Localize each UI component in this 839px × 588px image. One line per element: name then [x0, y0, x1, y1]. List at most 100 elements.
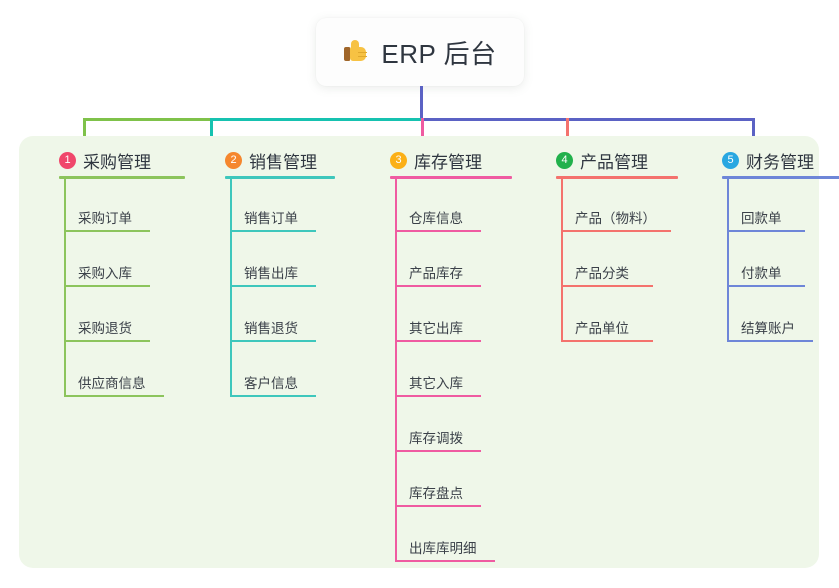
- leaf-item-label: 产品（物料）: [575, 211, 656, 226]
- leaf-item-underline: [395, 505, 481, 507]
- column-spine-sales-management: [230, 179, 232, 397]
- leaf-item-underline: [64, 395, 164, 397]
- leaf-item[interactable]: 产品分类: [561, 261, 653, 287]
- leaf-item-underline: [561, 230, 671, 232]
- column-spine-purchase-management: [64, 179, 66, 397]
- root-stem: [420, 86, 423, 121]
- column-spine-finance-management: [727, 179, 729, 342]
- column-inventory-management: 3 库存管理仓库信息产品库存其它出库其它入库库存调拨库存盘点出库库明细: [372, 136, 524, 568]
- leaf-item[interactable]: 回款单: [727, 206, 805, 232]
- leaf-item-underline: [561, 285, 653, 287]
- leaf-item-underline: [727, 285, 805, 287]
- column-finance-management: 5 财务管理回款单付款单结算账户: [704, 136, 839, 568]
- leaf-item-underline: [727, 340, 813, 342]
- leaf-item-label: 销售订单: [244, 211, 298, 226]
- leaf-item-underline: [395, 340, 481, 342]
- leaf-item[interactable]: 采购退货: [64, 316, 150, 342]
- leaf-item-underline: [64, 340, 150, 342]
- leaf-item[interactable]: 结算账户: [727, 316, 813, 342]
- column-badge-3: 3: [390, 152, 407, 169]
- column-spine-inventory-management: [395, 179, 397, 562]
- column-badge-2: 2: [225, 152, 242, 169]
- root-node-title: ERP 后台: [381, 38, 497, 69]
- leaf-item-underline: [230, 340, 316, 342]
- leaf-item-underline: [230, 395, 316, 397]
- leaf-item-underline: [395, 230, 481, 232]
- leaf-item[interactable]: 其它出库: [395, 316, 481, 342]
- column-header-product-management[interactable]: 4 产品管理: [556, 148, 648, 173]
- leaf-item-label: 客户信息: [244, 376, 298, 391]
- leaf-item-underline: [395, 285, 481, 287]
- drop-sales: [210, 118, 213, 148]
- leaf-item-label: 出库库明细: [409, 541, 477, 556]
- column-title-product-management: 产品管理: [580, 153, 648, 172]
- column-underline-purchase-management: [59, 176, 185, 179]
- leaf-item-label: 其它入库: [409, 376, 463, 391]
- root-node-card[interactable]: ERP 后台: [316, 18, 524, 86]
- column-badge-4: 4: [556, 152, 573, 169]
- thumbs-up-icon: [343, 38, 371, 66]
- leaf-item-label: 结算账户: [741, 321, 795, 336]
- leaf-item-label: 销售出库: [244, 266, 298, 281]
- leaf-item-label: 产品分类: [575, 266, 629, 281]
- leaf-item[interactable]: 库存盘点: [395, 481, 481, 507]
- leaf-item[interactable]: 其它入库: [395, 371, 481, 397]
- bar-segment-green: [83, 118, 210, 121]
- leaf-item[interactable]: 采购订单: [64, 206, 150, 232]
- leaf-item-label: 采购入库: [78, 266, 132, 281]
- leaf-item[interactable]: 仓库信息: [395, 206, 481, 232]
- column-header-purchase-management[interactable]: 1 采购管理: [59, 148, 151, 173]
- column-spine-product-management: [561, 179, 563, 342]
- bar-segment-blue: [421, 118, 752, 121]
- column-header-inventory-management[interactable]: 3 库存管理: [390, 148, 482, 173]
- column-title-inventory-management: 库存管理: [414, 153, 482, 172]
- column-title-finance-management: 财务管理: [746, 153, 814, 172]
- column-underline-product-management: [556, 176, 678, 179]
- leaf-item-label: 供应商信息: [78, 376, 146, 391]
- leaf-item-underline: [395, 450, 481, 452]
- leaf-item[interactable]: 产品单位: [561, 316, 653, 342]
- leaf-item-underline: [230, 230, 316, 232]
- leaf-item[interactable]: 供应商信息: [64, 371, 164, 397]
- column-underline-sales-management: [225, 176, 335, 179]
- column-purchase-management: 1 采购管理采购订单采购入库采购退货供应商信息: [41, 136, 197, 568]
- leaf-item-underline: [64, 285, 150, 287]
- leaf-item-underline: [727, 230, 805, 232]
- column-header-finance-management[interactable]: 5 财务管理: [722, 148, 814, 173]
- drop-purchase: [83, 118, 86, 148]
- leaf-item-underline: [230, 285, 316, 287]
- leaf-item[interactable]: 产品库存: [395, 261, 481, 287]
- leaf-item-label: 其它出库: [409, 321, 463, 336]
- leaf-item-underline: [395, 395, 481, 397]
- leaf-item-underline: [561, 340, 653, 342]
- leaf-item[interactable]: 库存调拨: [395, 426, 481, 452]
- column-underline-finance-management: [722, 176, 839, 179]
- leaf-item-label: 付款单: [741, 266, 782, 281]
- leaf-item[interactable]: 销售订单: [230, 206, 316, 232]
- column-badge-1: 1: [59, 152, 76, 169]
- leaf-item-label: 采购订单: [78, 211, 132, 226]
- leaf-item-underline: [395, 560, 495, 562]
- drop-inventory: [421, 118, 424, 148]
- column-badge-5: 5: [722, 152, 739, 169]
- leaf-item[interactable]: 出库库明细: [395, 536, 495, 562]
- bar-segment-teal: [210, 118, 421, 121]
- leaf-item[interactable]: 产品（物料）: [561, 206, 671, 232]
- leaf-item[interactable]: 销售出库: [230, 261, 316, 287]
- column-underline-inventory-management: [390, 176, 512, 179]
- leaf-item-label: 回款单: [741, 211, 782, 226]
- drop-product: [566, 118, 569, 148]
- leaf-item-label: 库存盘点: [409, 486, 463, 501]
- drop-finance: [752, 118, 755, 148]
- leaf-item[interactable]: 客户信息: [230, 371, 316, 397]
- leaf-item[interactable]: 付款单: [727, 261, 805, 287]
- leaf-item[interactable]: 采购入库: [64, 261, 150, 287]
- leaf-item-label: 销售退货: [244, 321, 298, 336]
- column-title-purchase-management: 采购管理: [83, 153, 151, 172]
- leaf-item-label: 采购退货: [78, 321, 132, 336]
- leaf-item[interactable]: 销售退货: [230, 316, 316, 342]
- leaf-item-label: 仓库信息: [409, 211, 463, 226]
